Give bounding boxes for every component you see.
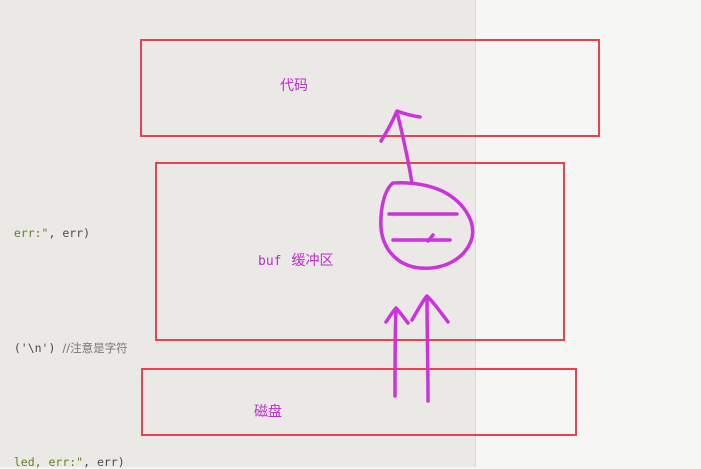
editor-right-edge xyxy=(475,0,476,467)
disk-box xyxy=(141,368,577,436)
code-box-label: 代码 xyxy=(280,78,308,94)
code-line: led, err:", err) xyxy=(0,441,125,469)
code-string: err:" xyxy=(13,226,49,240)
disk-box-label: 磁盘 xyxy=(254,404,282,420)
buffer-label-prefix: buf xyxy=(258,254,282,269)
buffer-box xyxy=(155,162,565,341)
arrow-up-to-code xyxy=(395,110,414,185)
code-text: ('\n') xyxy=(13,341,63,355)
buffer-label-text: 缓冲区 xyxy=(291,253,334,269)
arrow-from-disk-left xyxy=(393,308,398,398)
code-string: led, err:" xyxy=(13,455,84,469)
buffer-symbol-outline xyxy=(379,181,475,270)
arrow-from-disk-left-head xyxy=(384,306,410,325)
arrow-up-to-code-head xyxy=(379,109,422,143)
code-text: , err) xyxy=(48,226,91,240)
buffer-box-label: buf 缓冲区 xyxy=(258,250,333,270)
buffer-symbol-tick xyxy=(426,233,435,243)
code-line: ('\n') //注意是字符 xyxy=(0,326,128,356)
code-text: , err) xyxy=(83,455,125,469)
code-box xyxy=(140,39,600,137)
code-comment: //注意是字符 xyxy=(62,341,128,355)
code-line: err:", err) xyxy=(0,212,90,240)
arrow-from-disk-right xyxy=(425,296,430,403)
arrow-from-disk-right-head xyxy=(410,294,450,324)
